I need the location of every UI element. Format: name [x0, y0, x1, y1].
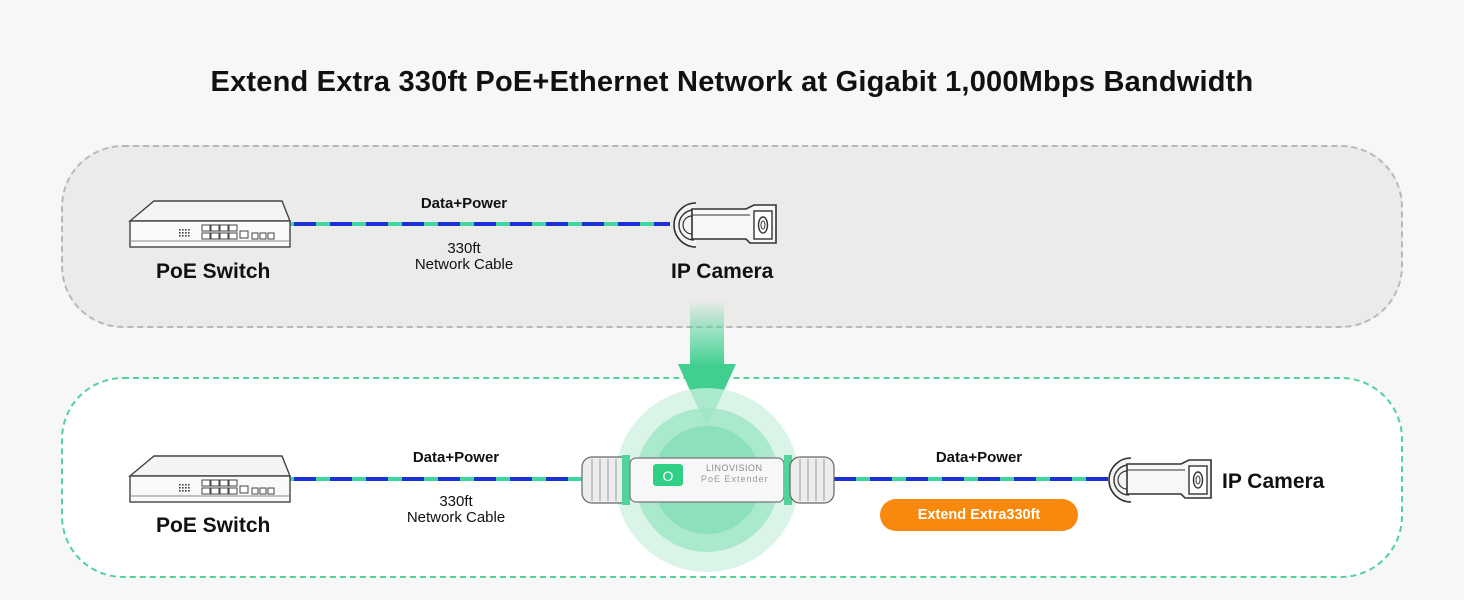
top-cable-length: 330ft [384, 240, 544, 257]
top-cable [290, 222, 670, 226]
top-cable-type: Network Cable [384, 256, 544, 273]
bottom-poe-switch-icon [130, 456, 290, 502]
bottom-right-cable [832, 477, 1108, 481]
svg-text:O: O [663, 468, 674, 484]
top-poe-switch-icon [130, 201, 290, 247]
bottom-right-cable-power-label: Data+Power [899, 449, 1059, 466]
bottom-switch-label: PoE Switch [156, 514, 270, 538]
top-ip-camera-icon [674, 203, 776, 247]
bottom-left-cable-type: Network Cable [376, 509, 536, 526]
bottom-ip-camera-icon [1109, 458, 1211, 502]
extender-model: PoE Extender [701, 474, 769, 484]
bottom-left-cable-power-label: Data+Power [376, 449, 536, 466]
bottom-left-cable-length: 330ft [376, 493, 536, 510]
extend-badge: Extend Extra330ft [880, 499, 1078, 531]
extender-brand: LINOVISION [706, 463, 763, 473]
bottom-left-cable [290, 477, 590, 481]
top-switch-label: PoE Switch [156, 260, 270, 284]
top-camera-label: IP Camera [671, 260, 773, 284]
top-cable-power-label: Data+Power [384, 195, 544, 212]
bottom-camera-label: IP Camera [1222, 470, 1324, 494]
